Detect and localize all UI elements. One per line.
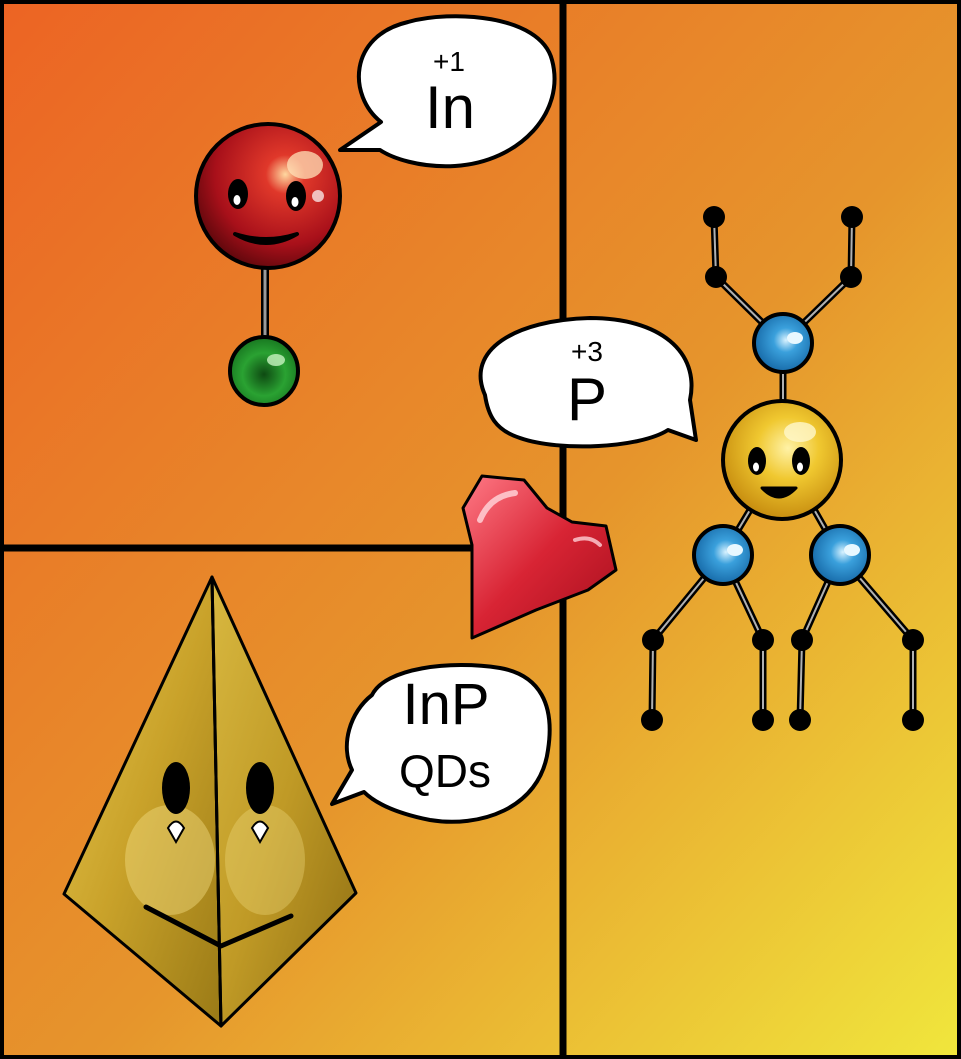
indium-symbol-label: In — [424, 74, 476, 141]
indium-speech-bubble — [338, 14, 557, 169]
hydrogen-atoms — [641, 206, 924, 731]
quantum-dot-line2-label: QDs — [399, 745, 491, 797]
phosphorus-speech-bubble — [478, 316, 698, 449]
phosphorus-charge-label: +3 — [571, 336, 603, 367]
gold-sphere-face-icon — [721, 399, 843, 521]
quantum-dot-line1-label: InP — [402, 672, 490, 737]
red-sphere-face-icon — [194, 122, 342, 270]
heart-icon — [461, 474, 618, 640]
ligand-atom-icon — [692, 312, 871, 586]
pyramid-face-icon — [62, 575, 358, 1028]
halide-atom-icon — [228, 335, 300, 407]
phosphorus-symbol-label: P — [566, 366, 608, 433]
indium-character — [194, 122, 342, 407]
quantum-dot-speech-bubble — [330, 663, 552, 824]
phosphine-character — [641, 206, 924, 731]
indium-charge-label: +1 — [433, 46, 465, 77]
